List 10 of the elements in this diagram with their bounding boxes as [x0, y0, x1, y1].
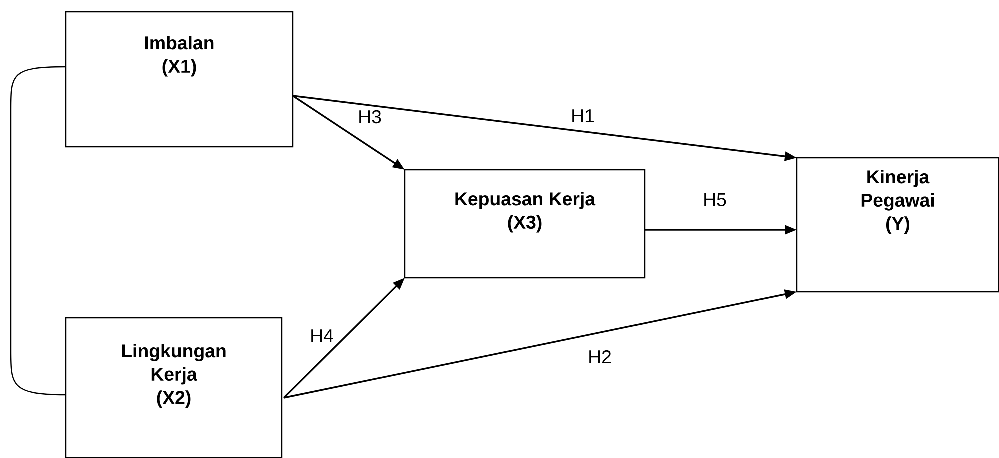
variable-box: Imbalan (X1)	[65, 11, 294, 148]
edge-label: H5	[704, 194, 726, 207]
edge-label: H4	[312, 330, 334, 342]
edge-label: H2	[590, 350, 611, 364]
variable-box: Kepuasan Kerja (X3)	[404, 169, 646, 279]
variable-box: Kinerja Pegawai (Y)	[796, 157, 999, 293]
correlation-curve	[10, 66, 66, 396]
edge-label: H3	[360, 110, 382, 124]
edge-label: H1	[572, 110, 594, 122]
variable-box: Lingkungan Kerja (X2)	[65, 317, 283, 458]
